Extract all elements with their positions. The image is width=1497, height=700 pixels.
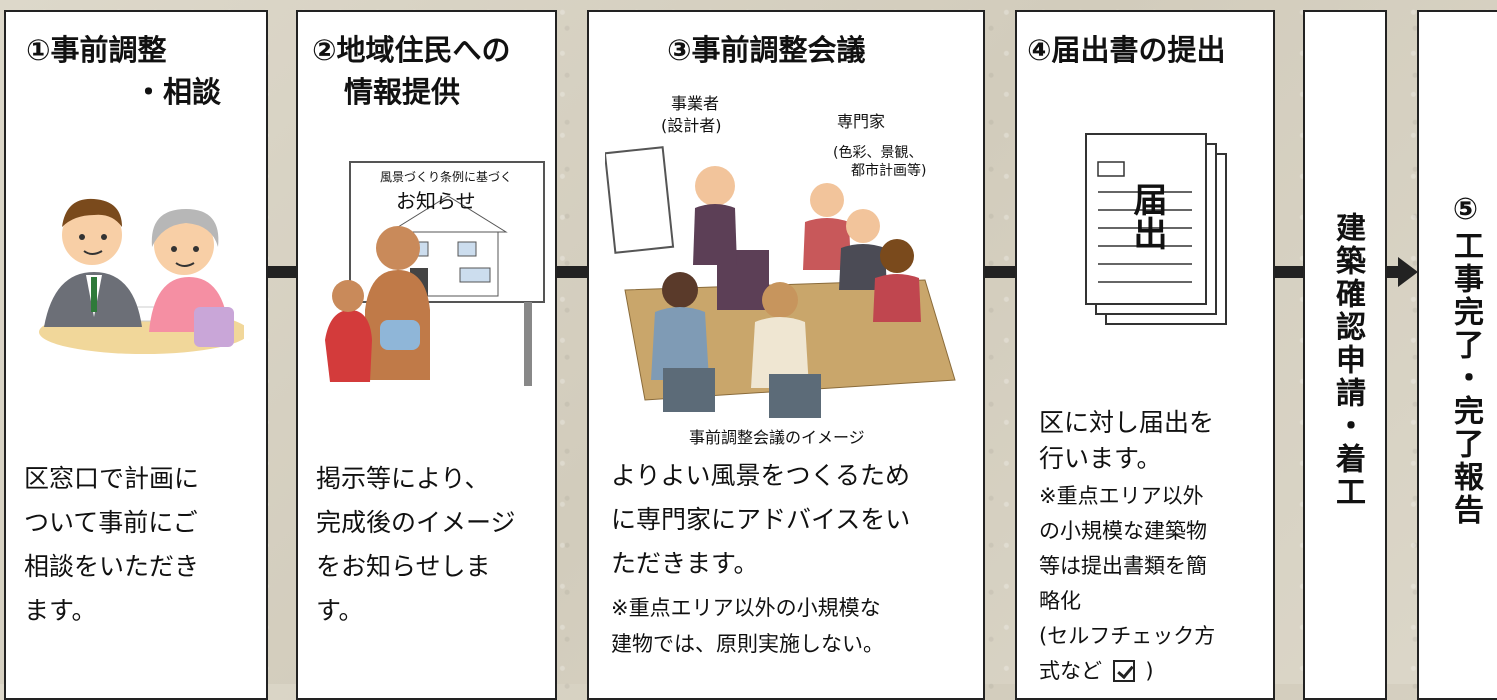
- step-1-body-line4: ます。: [24, 596, 97, 625]
- document-stack-icon: [1085, 133, 1227, 325]
- step-3-note-line1: ※重点エリア以外の小規模な: [611, 596, 881, 620]
- step-2-body-line2: 完成後のイメージ: [316, 508, 516, 537]
- step-4-note-line4: 略化: [1039, 589, 1081, 613]
- step-2-title-line1: ②地域住民への: [312, 33, 511, 67]
- step-3-title: ③事前調整会議: [667, 33, 866, 67]
- step-2-panel: ②地域住民への 情報提供 風景づくり条例に基づく お知らせ 掲示等により、 完成…: [296, 10, 557, 700]
- label-business-line1: 事業者: [671, 94, 720, 113]
- label-expert-line2: (色彩、景観、: [833, 145, 923, 161]
- label-expert-line1: 専門家: [837, 112, 886, 131]
- step-4-note-line5: (セルフチェック方: [1039, 624, 1216, 648]
- step-4-note-line2: の小規模な建築物: [1039, 519, 1207, 543]
- step-4-note-last-suffix: ): [1145, 659, 1154, 683]
- step-4-title: ④届出書の提出: [1027, 33, 1226, 67]
- step-4-note-last-prefix: 式など: [1039, 659, 1102, 683]
- step-2-body-line1: 掲示等により、: [316, 464, 490, 493]
- arrow-right-icon: [1398, 257, 1418, 287]
- step-1-title-line2: ・相談: [134, 75, 222, 109]
- step-1-panel: ①事前調整 ・相談 区窓口で計画に ついて事前にご 相談をいただき ます。: [4, 10, 268, 700]
- flow-connector-2: [555, 266, 589, 278]
- step-4-note-line3: 等は提出書類を簡: [1039, 554, 1207, 578]
- notice-board-illustration: [325, 161, 545, 386]
- checkbox-checked-icon: [1112, 660, 1135, 682]
- step-4-body-line2: 行います。: [1039, 444, 1162, 473]
- document-label: 届出: [1127, 182, 1167, 250]
- building-confirmation-title: 建築確認申請・着工: [1330, 212, 1365, 509]
- step-2-title-line2: 情報提供: [344, 75, 461, 109]
- flow-connector-1: [266, 266, 298, 278]
- consultation-illustration: [39, 198, 244, 354]
- notice-sign-main: お知らせ: [396, 189, 476, 213]
- step-2-body-line3: をお知らせしま: [316, 552, 491, 581]
- step-3-body-line1: よりよい風景をつくるため: [611, 461, 911, 490]
- step-5-panel: ⑤工事完了・完了報告: [1417, 10, 1497, 700]
- notice-sign-top: 風景づくり条例に基づく: [380, 170, 513, 184]
- step-1-body-line1: 区窓口で計画に: [24, 464, 200, 493]
- step-4-note-line1: ※重点エリア以外: [1039, 484, 1204, 508]
- step-3-caption: 事前調整会議のイメージ: [689, 428, 865, 447]
- label-expert-line3: 都市計画等): [851, 163, 927, 179]
- flow-connector-3: [983, 266, 1017, 278]
- step-4-panel: ④届出書の提出 届出 区に対し届出を 行います。 ※重点エリア以外 の小規模な建…: [1015, 10, 1275, 700]
- step-1-body-line2: ついて事前にご: [24, 508, 198, 537]
- step-2-body-line4: す。: [316, 596, 364, 625]
- label-business-line2: (設計者): [661, 116, 722, 135]
- step-1-title-line1: ①事前調整: [26, 33, 167, 67]
- step-3-body-line3: ただきます。: [611, 549, 759, 578]
- step-1-body-line3: 相談をいただき: [24, 552, 200, 581]
- step-5-title: ⑤工事完了・完了報告: [1448, 192, 1483, 527]
- step-4-body-line1: 区に対し届出を: [1039, 408, 1215, 437]
- step-3-note-line2: 建物では、原則実施しない。: [611, 632, 884, 656]
- step-3-panel: ③事前調整会議 事業者 (設計者) 専門家 (色彩、景観、 都市計画等) 事前調…: [587, 10, 985, 700]
- meeting-illustration: [605, 146, 956, 418]
- flow-connector-4: [1273, 266, 1305, 278]
- step-4-note-line6: 式など ): [1039, 657, 1154, 686]
- step-3-body-line2: に専門家にアドバイスをい: [611, 505, 911, 534]
- building-confirmation-panel: 建築確認申請・着工: [1303, 10, 1387, 700]
